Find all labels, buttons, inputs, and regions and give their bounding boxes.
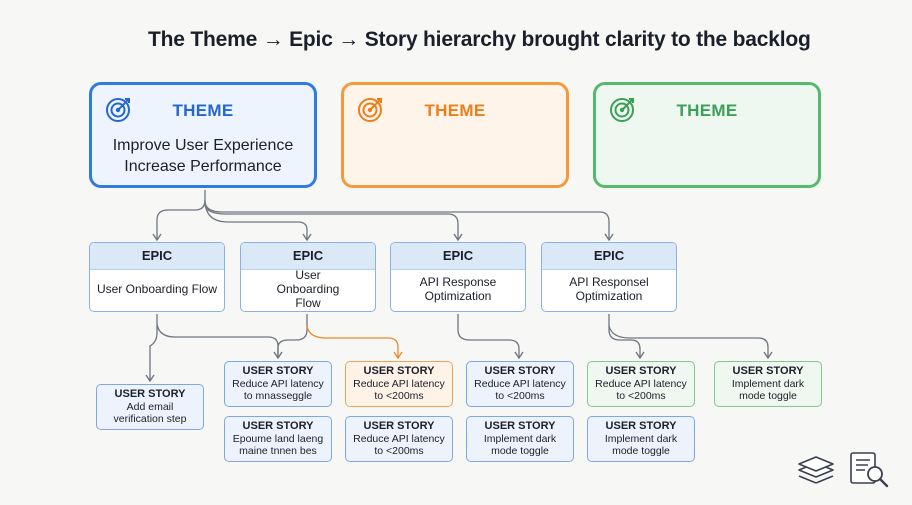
- theme-card-2[interactable]: THEME: [341, 82, 569, 188]
- connector-epic1-story1: [145, 314, 158, 383]
- connector-theme-epic-1: [152, 190, 206, 242]
- story-header: USER STORY: [732, 365, 804, 377]
- story-text: Implement dark mode toggle: [731, 378, 805, 402]
- layers-icon[interactable]: [796, 450, 836, 490]
- story-text: Reduce API latency to <200ms: [353, 433, 445, 457]
- story-card-9[interactable]: USER STORY Implement dark mode toggle: [587, 416, 695, 462]
- story-text: Implement dark mode toggle: [604, 433, 678, 457]
- story-header: USER STORY: [363, 420, 435, 432]
- epic-header: EPIC: [90, 243, 224, 270]
- document-search-icon[interactable]: [848, 450, 890, 490]
- story-card-3[interactable]: USER STORY Epoume land laeng maine tnnen…: [224, 416, 332, 462]
- connector-epic1-story2: [156, 323, 283, 360]
- theme-header: THEME: [172, 101, 234, 120]
- theme-header: THEME: [424, 101, 486, 120]
- epic-text: User Onboarding Flow: [96, 282, 218, 296]
- connector-epic4-story10: [608, 325, 773, 360]
- epic-header: EPIC: [542, 243, 676, 270]
- target-icon: [106, 98, 130, 122]
- epic-text: User Onboarding Flow: [276, 268, 340, 310]
- epic-card-1[interactable]: EPIC User Onboarding Flow: [89, 242, 225, 312]
- epic-card-2[interactable]: EPIC User Onboarding Flow: [240, 242, 376, 312]
- story-text: Reduce API latency to <200ms: [595, 378, 687, 402]
- epic-text: API Response Optimization: [419, 275, 497, 303]
- story-header: USER STORY: [242, 420, 314, 432]
- story-header: USER STORY: [484, 365, 556, 377]
- story-header: USER STORY: [363, 365, 435, 377]
- story-card-8[interactable]: USER STORY Reduce API latency to <200ms: [587, 361, 695, 407]
- story-card-4[interactable]: USER STORY Reduce API latency to <200ms: [345, 361, 453, 407]
- epic-header: EPIC: [391, 243, 525, 270]
- connector-epic2-story4: [306, 325, 403, 360]
- epic-card-3[interactable]: EPIC API Response Optimization: [390, 242, 526, 312]
- epic-text: API Responsel Optimization: [569, 275, 649, 303]
- target-icon: [610, 98, 634, 122]
- story-card-7[interactable]: USER STORY Implement dark mode toggle: [466, 416, 574, 462]
- story-text: Implement dark mode toggle: [483, 433, 557, 457]
- story-header: USER STORY: [484, 420, 556, 432]
- story-card-2[interactable]: USER STORY Reduce API latency to mnasseg…: [224, 361, 332, 407]
- story-header: USER STORY: [114, 388, 186, 400]
- epic-card-4[interactable]: EPIC API Responsel Optimization: [541, 242, 677, 312]
- story-header: USER STORY: [242, 365, 314, 377]
- target-icon: [358, 98, 382, 122]
- theme-card-1[interactable]: THEME Improve User Experience Increase P…: [89, 82, 317, 188]
- connector-epic2-story3: [277, 314, 308, 358]
- theme-card-3[interactable]: THEME: [593, 82, 821, 188]
- story-text: Reduce API latency to mnasseggle: [232, 378, 324, 402]
- connector-epic3-story5: [457, 314, 524, 360]
- diagram-title: The Theme → Epic → Story hierarchy broug…: [148, 28, 811, 51]
- story-card-1[interactable]: USER STORY Add email verification step: [96, 384, 204, 430]
- theme-line-2: Increase Performance: [124, 158, 282, 175]
- story-header: USER STORY: [605, 420, 677, 432]
- story-text: Reduce API latency to <200ms: [474, 378, 566, 402]
- connector-theme-epic-2: [204, 199, 312, 242]
- story-text: Epoume land laeng maine tnnen bes: [232, 433, 324, 457]
- connector-epic4-story8: [608, 314, 645, 360]
- connector-theme-epic-4: [204, 201, 614, 242]
- theme-line-1: Improve User Experience: [112, 137, 294, 154]
- story-header: USER STORY: [605, 365, 677, 377]
- story-card-5[interactable]: USER STORY Reduce API latency to <200ms: [345, 416, 453, 462]
- theme-header: THEME: [676, 101, 738, 120]
- connector-theme-epic-3: [204, 204, 463, 242]
- story-text: Add email verification step: [113, 401, 187, 425]
- epic-header: EPIC: [241, 243, 375, 270]
- story-text: Reduce API latency to <200ms: [353, 378, 445, 402]
- story-card-10[interactable]: USER STORY Implement dark mode toggle: [714, 361, 822, 407]
- story-card-6[interactable]: USER STORY Reduce API latency to <200ms: [466, 361, 574, 407]
